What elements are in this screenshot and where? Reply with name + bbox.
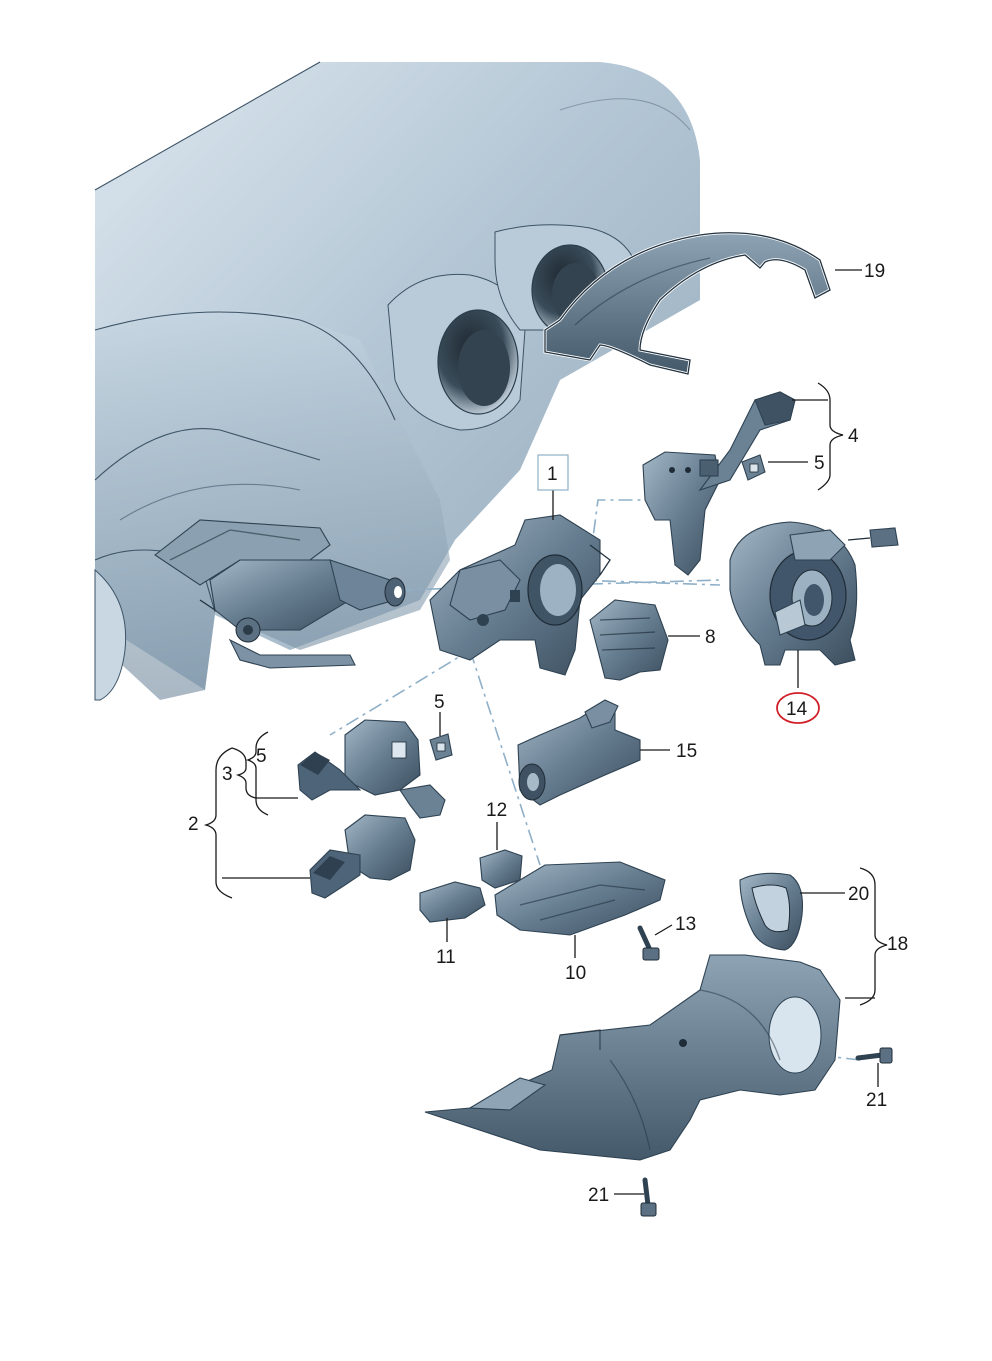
screw-21-right (855, 1047, 893, 1064)
callout-5-upper: 5 (814, 453, 825, 474)
callout-11: 11 (436, 947, 456, 968)
upper-column-trim-19 (543, 231, 832, 376)
callout-leaders (203, 269, 888, 1195)
callout-21-bottom: 21 (588, 1185, 609, 1206)
callout-10: 10 (565, 963, 586, 984)
connector-5-upper (741, 454, 766, 481)
callout-1-box (537, 454, 569, 491)
connector-5-mid (429, 733, 453, 761)
highlight-ring-14 (776, 692, 820, 724)
trim-ring-20 (739, 872, 804, 951)
bracket-10 (494, 861, 666, 936)
callout-12: 12 (486, 800, 507, 821)
callout-2: 2 (188, 814, 199, 835)
screw-21-bottom (640, 1177, 657, 1217)
callout-14: 14 (786, 699, 808, 720)
callout-1: 1 (547, 464, 558, 485)
ignition-lock-15 (517, 699, 641, 806)
callout-20: 20 (848, 884, 869, 905)
callout-15: 15 (676, 741, 697, 762)
callout-5-mid: 5 (434, 692, 445, 713)
control-unit-8 (589, 599, 669, 681)
callout-8: 8 (705, 627, 716, 648)
screw-13 (637, 925, 660, 961)
callout-5-left: 5 (256, 746, 267, 767)
turn-signal-stalk-3 (297, 719, 446, 819)
steering-column (154, 519, 406, 669)
callout-3: 3 (222, 764, 233, 785)
cruise-control-stalk-2 (309, 814, 416, 899)
lower-column-trim-18 (424, 954, 841, 1161)
callout-13: 13 (675, 914, 696, 935)
callout-21-right: 21 (866, 1090, 887, 1111)
wiper-stalk-4 (642, 391, 796, 576)
switch-11 (419, 881, 486, 923)
callout-labels: 19 4 5 1 8 14 15 5 5 3 2 12 11 10 13 20 … (188, 261, 908, 1206)
clock-spring-14 (729, 521, 899, 666)
callout-4: 4 (848, 426, 859, 447)
steering-column-switch-housing-1 (429, 514, 611, 676)
callout-18: 18 (887, 934, 908, 955)
callout-19: 19 (864, 261, 885, 282)
